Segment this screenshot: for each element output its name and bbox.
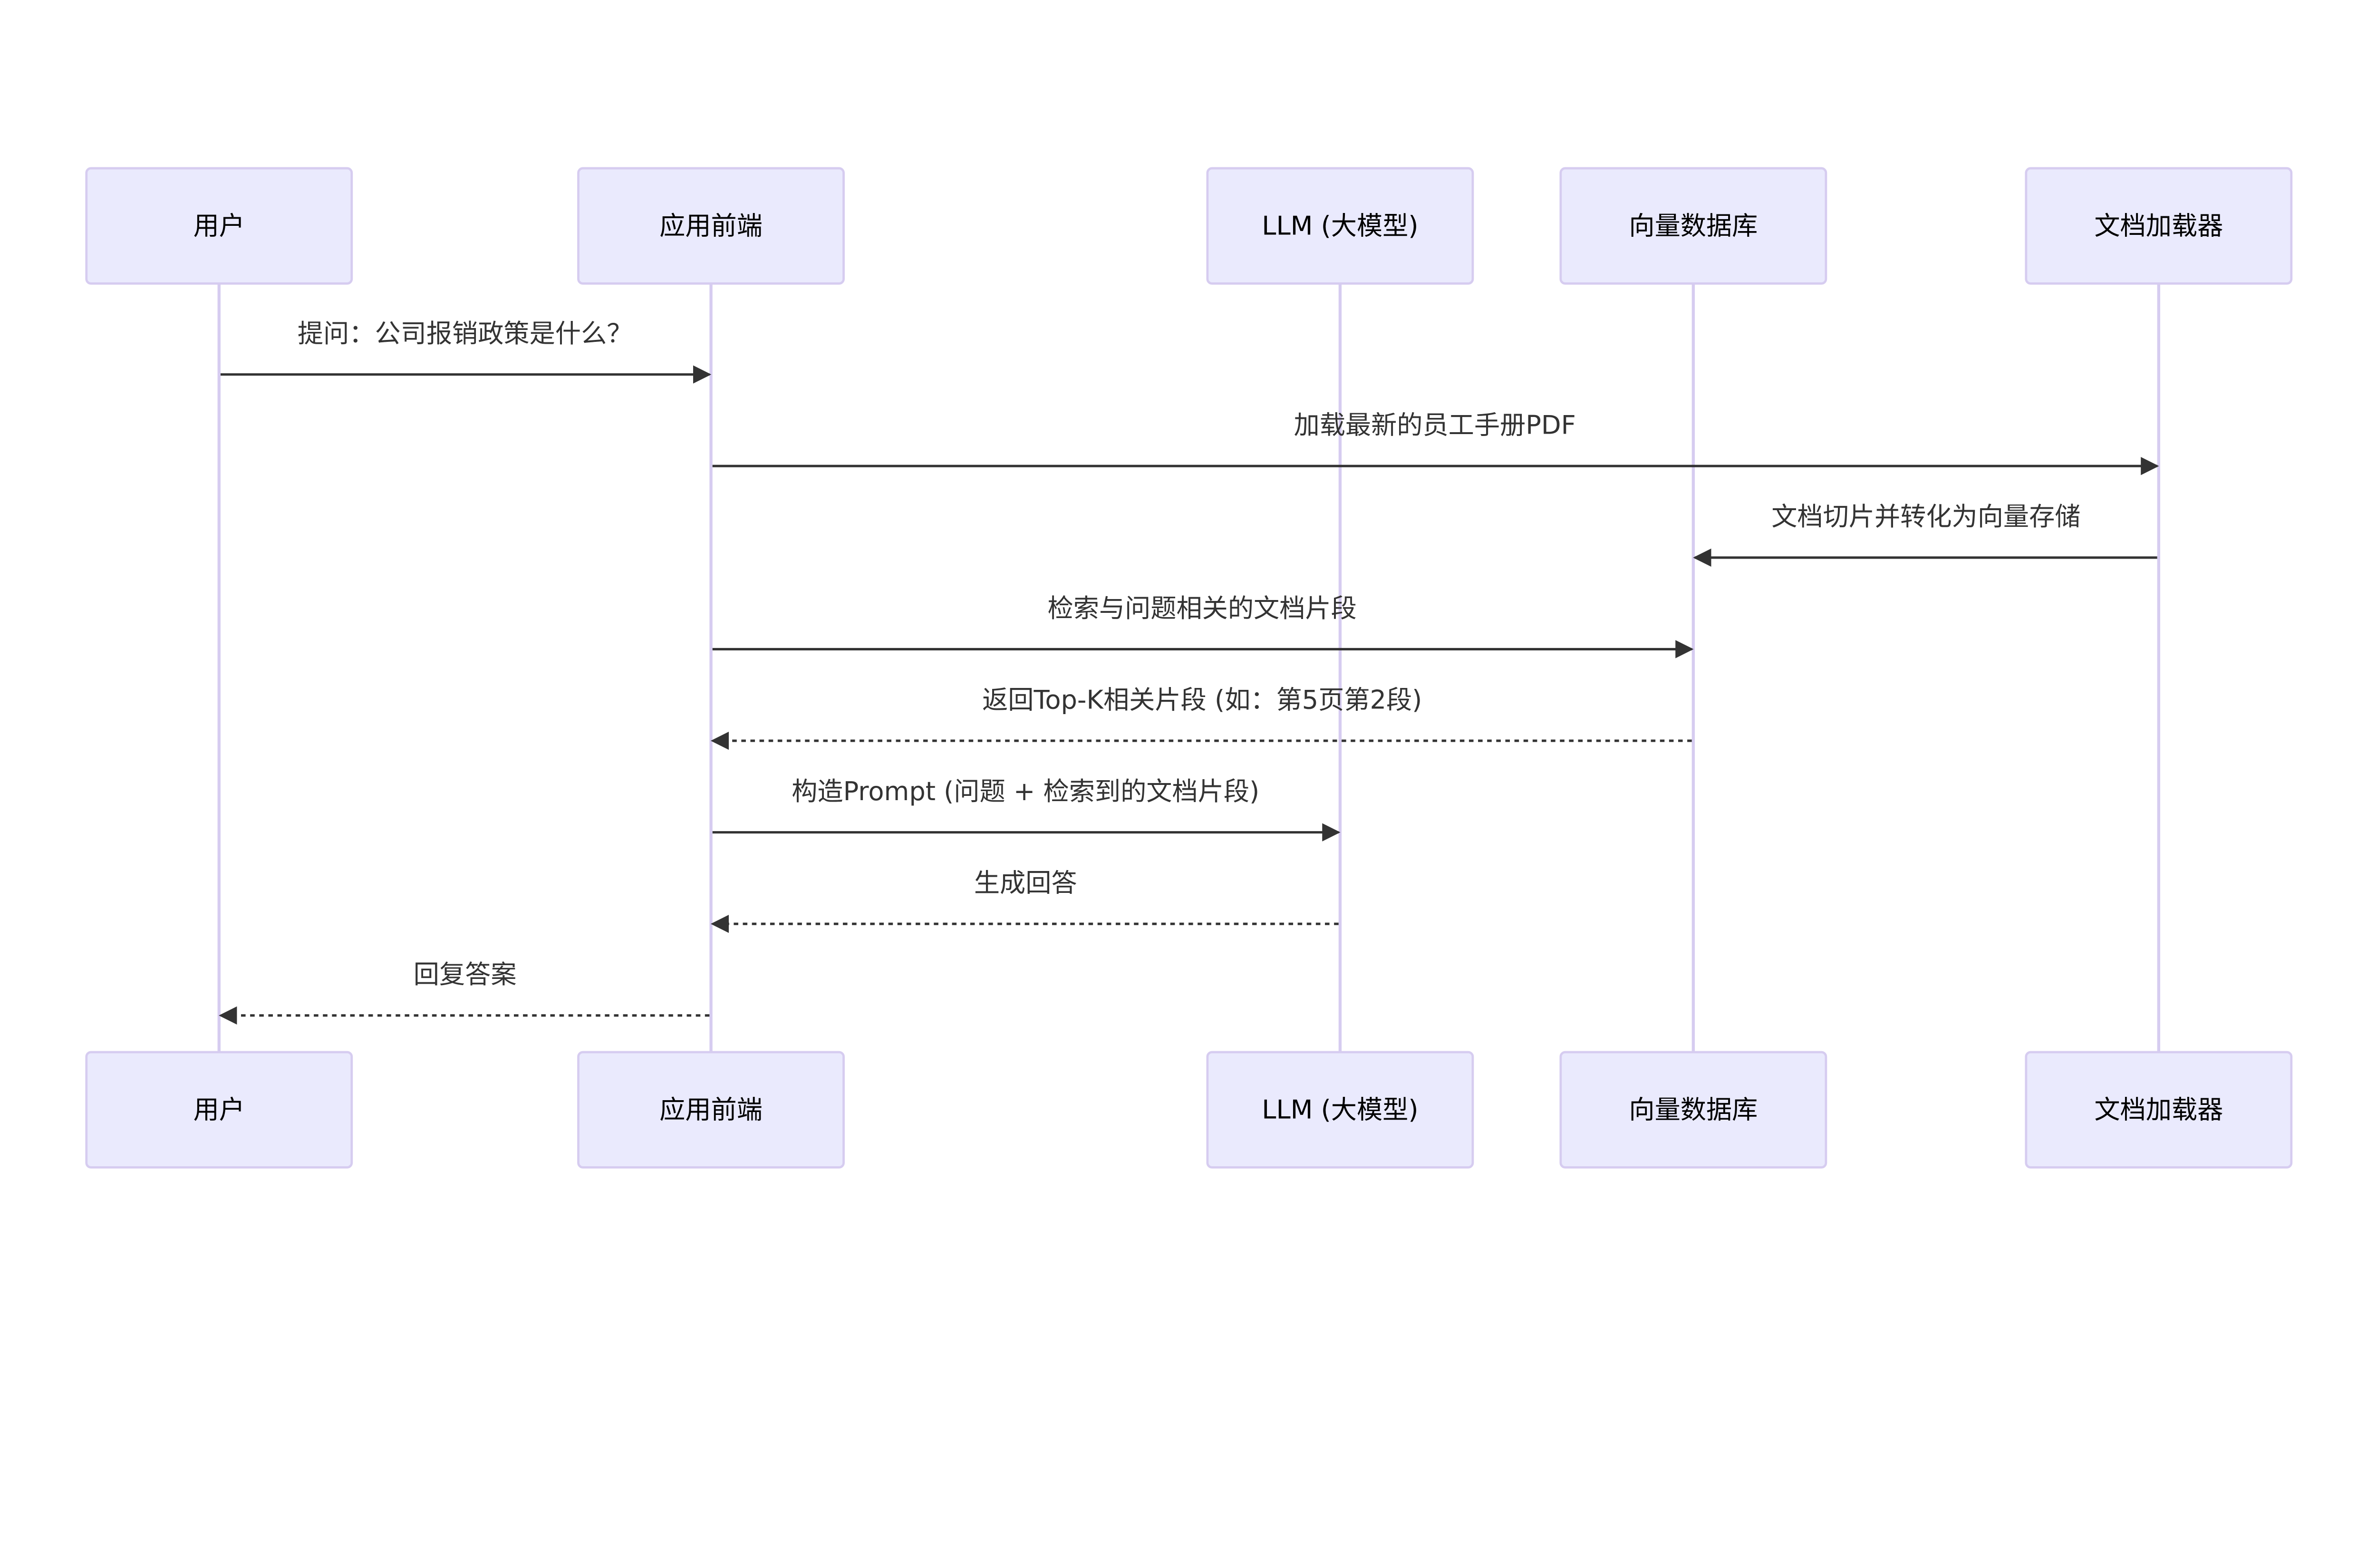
actor-label: 用户 <box>193 1095 245 1125</box>
message-label: 提问：公司报销政策是什么？ <box>298 319 632 348</box>
actor-vectordb-top[interactable]: 向量数据库 <box>1559 167 1827 285</box>
message-label: 检索与问题相关的文档片段 <box>1048 593 1357 623</box>
actor-llm-bottom[interactable]: LLM (大模型) <box>1206 1051 1474 1169</box>
actor-label: LLM (大模型) <box>1262 1095 1418 1125</box>
actor-label: 向量数据库 <box>1629 211 1758 241</box>
messages: 提问：公司报销政策是什么？ 加载最新的员工手册PDF 文档切片并转化为向量存储检索与… <box>219 319 2159 1025</box>
message-3: 文档切片并转化为向量存储 <box>1693 502 2157 567</box>
actor-label: LLM (大模型) <box>1262 211 1418 241</box>
message-label: 回复答案 <box>414 959 517 989</box>
actors-top: 用户 应用前端 LLM (大模型) 向量数据库 文档加载器 <box>85 167 2293 285</box>
actor-box <box>1206 1051 1474 1169</box>
actor-loader-bottom[interactable]: 文档加载器 <box>2025 1051 2293 1169</box>
actor-box <box>577 1051 845 1169</box>
actor-box <box>1559 167 1827 285</box>
actor-label: 用户 <box>193 211 245 241</box>
message-1: 提问：公司报销政策是什么？ <box>220 319 712 384</box>
actors-bottom: 用户 应用前端 LLM (大模型) 向量数据库 文档加载器 <box>85 1051 2293 1169</box>
message-8: 回复答案 <box>219 959 710 1025</box>
lifelines <box>217 283 2161 1053</box>
actor-user-bottom[interactable]: 用户 <box>85 1051 353 1169</box>
message-2: 加载最新的员工手册PDF <box>712 410 2159 475</box>
actor-frontend-bottom[interactable]: 应用前端 <box>577 1051 845 1169</box>
actor-box <box>1206 167 1474 285</box>
actor-box <box>577 167 845 285</box>
message-5: 返回Top-K相关片段 (如：第5页第2段) <box>710 685 1692 750</box>
message-label: 生成回答 <box>974 868 1077 898</box>
actor-label: 向量数据库 <box>1629 1095 1758 1125</box>
message-label: 文档切片并转化为向量存储 <box>1771 502 2080 532</box>
message-label: 构造Prompt (问题 + 检索到的文档片段) <box>792 776 1259 806</box>
message-7: 生成回答 <box>710 868 1339 933</box>
message-label: 加载最新的员工手册PDF <box>1294 410 1576 440</box>
message-6: 构造Prompt (问题 + 检索到的文档片段) <box>712 776 1341 842</box>
actor-box <box>2025 1051 2293 1169</box>
actor-llm-top[interactable]: LLM (大模型) <box>1206 167 1474 285</box>
actor-box <box>2025 167 2293 285</box>
actor-frontend-top[interactable]: 应用前端 <box>577 167 845 285</box>
actor-label: 应用前端 <box>659 1095 763 1125</box>
actor-label: 应用前端 <box>659 211 763 241</box>
actor-loader-top[interactable]: 文档加载器 <box>2025 167 2293 285</box>
message-4: 检索与问题相关的文档片段 <box>712 593 1694 658</box>
message-label: 返回Top-K相关片段 (如：第5页第2段) <box>982 685 1422 715</box>
actor-label: 文档加载器 <box>2094 1095 2223 1125</box>
actor-vectordb-bottom[interactable]: 向量数据库 <box>1559 1051 1827 1169</box>
actor-box <box>1559 1051 1827 1169</box>
actor-box <box>85 1051 353 1169</box>
actor-label: 文档加载器 <box>2094 211 2223 241</box>
actor-box <box>85 167 353 285</box>
actor-user-top[interactable]: 用户 <box>85 167 353 285</box>
